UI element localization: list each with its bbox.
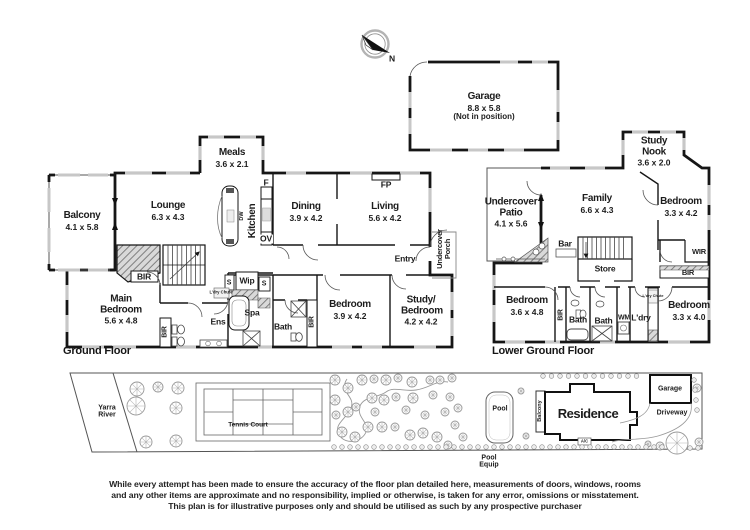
ldry-label: L'dry: [631, 312, 651, 323]
oven-label: OV: [259, 233, 273, 244]
ens-label: Ens: [210, 316, 226, 327]
ground-floor-title: Ground Floor: [63, 345, 131, 357]
fridge-label: F: [263, 177, 269, 188]
lgf-stairs: [577, 236, 633, 260]
residence-label: Residence: [557, 406, 619, 422]
bir-label: BIR: [308, 316, 316, 328]
room-kitchen: Kitchen: [246, 203, 258, 239]
lower-ground-walls: [492, 130, 711, 344]
site-balcony-label: Balcony: [536, 400, 543, 422]
tennis-court: [195, 382, 331, 442]
site-plan: [69, 372, 703, 453]
ldry-chute-label: L'dry Chute: [642, 293, 664, 298]
driveway-label: Driveway: [656, 409, 688, 417]
porch-label: Undercover Porch: [435, 229, 452, 269]
bir-label: BIR: [136, 271, 152, 282]
compass-icon: [360, 29, 390, 59]
north-label: N: [389, 53, 395, 64]
site-garage-shape: [649, 374, 692, 404]
gf-stairs: [162, 244, 206, 286]
site-garage-label: Garage: [657, 385, 683, 393]
ac-label: A/C: [580, 438, 589, 444]
bir-label: BIR: [161, 326, 169, 338]
wm-label: WM: [617, 314, 631, 322]
pool-label: Pool: [492, 405, 508, 413]
wir-label: WIR: [692, 247, 706, 257]
s-label: S: [261, 280, 267, 288]
tennis-court-label: Tennis Court: [228, 421, 268, 429]
bath-label: Bath: [568, 314, 588, 325]
pool-equip-label: Pool Equip: [479, 454, 499, 469]
garage-label: Garage 8.8 x 5.8 (Not in position): [453, 91, 515, 122]
disclaimer-text: While every attempt has been made to ens…: [109, 479, 641, 511]
entry-label: Entry: [394, 253, 416, 264]
bir-label: BIR: [681, 268, 695, 278]
yarra-river-label: Yarra River: [98, 404, 116, 419]
trees-layer: [126, 373, 704, 455]
ldry-chute-label: L'dry Chute: [209, 289, 233, 295]
bir-label: BIR: [556, 309, 564, 321]
residence-shape: [544, 383, 638, 441]
fp-label: FP: [380, 179, 392, 190]
s-label: S: [226, 279, 232, 287]
pool-shape: [485, 391, 514, 444]
lower-ground-floor-title: Lower Ground Floor: [492, 345, 595, 357]
wip-label: Wip: [239, 275, 255, 286]
store-label: Store: [594, 263, 616, 274]
bath-label: Bath: [594, 315, 613, 326]
bar-label: Bar: [558, 238, 572, 249]
spa-label: Spa: [244, 307, 260, 318]
ac-unit: [577, 437, 592, 446]
kitchen-island: [217, 185, 239, 247]
dw-label: DW: [238, 211, 245, 221]
bath-label: Bath: [273, 321, 293, 332]
